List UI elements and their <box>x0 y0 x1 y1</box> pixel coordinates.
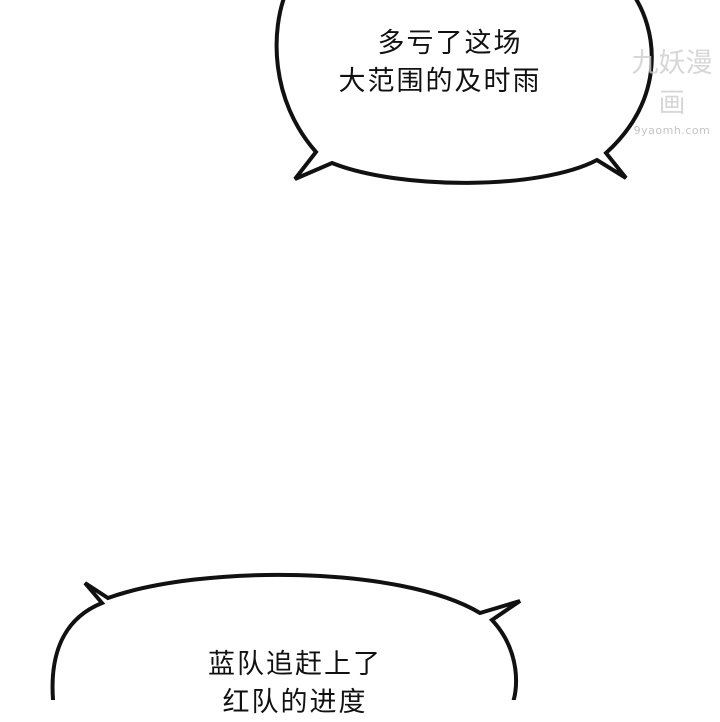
bottom-bubble-line-1: 蓝队追赶上了 <box>208 649 382 680</box>
speech-bubbles-layer <box>50 0 654 700</box>
bottom-speech-bubble <box>50 572 522 700</box>
top-bubble-line-2: 大范围的及时雨 <box>338 66 542 97</box>
watermark-title: 九妖漫画 <box>631 48 713 119</box>
bottom-bubble-text: 蓝队追赶上了 红队的进度 <box>160 646 430 722</box>
top-bubble-text: 多亏了这场 大范围的及时雨 <box>330 25 570 101</box>
top-speech-bubble <box>274 0 654 185</box>
bottom-bubble-line-2: 红队的进度 <box>222 687 368 718</box>
top-bubble-line-1: 多亏了这场 <box>377 28 523 59</box>
watermark-url: 9yaomh.com <box>633 124 711 137</box>
watermark: 九妖漫画 9yaomh.com <box>622 44 720 138</box>
